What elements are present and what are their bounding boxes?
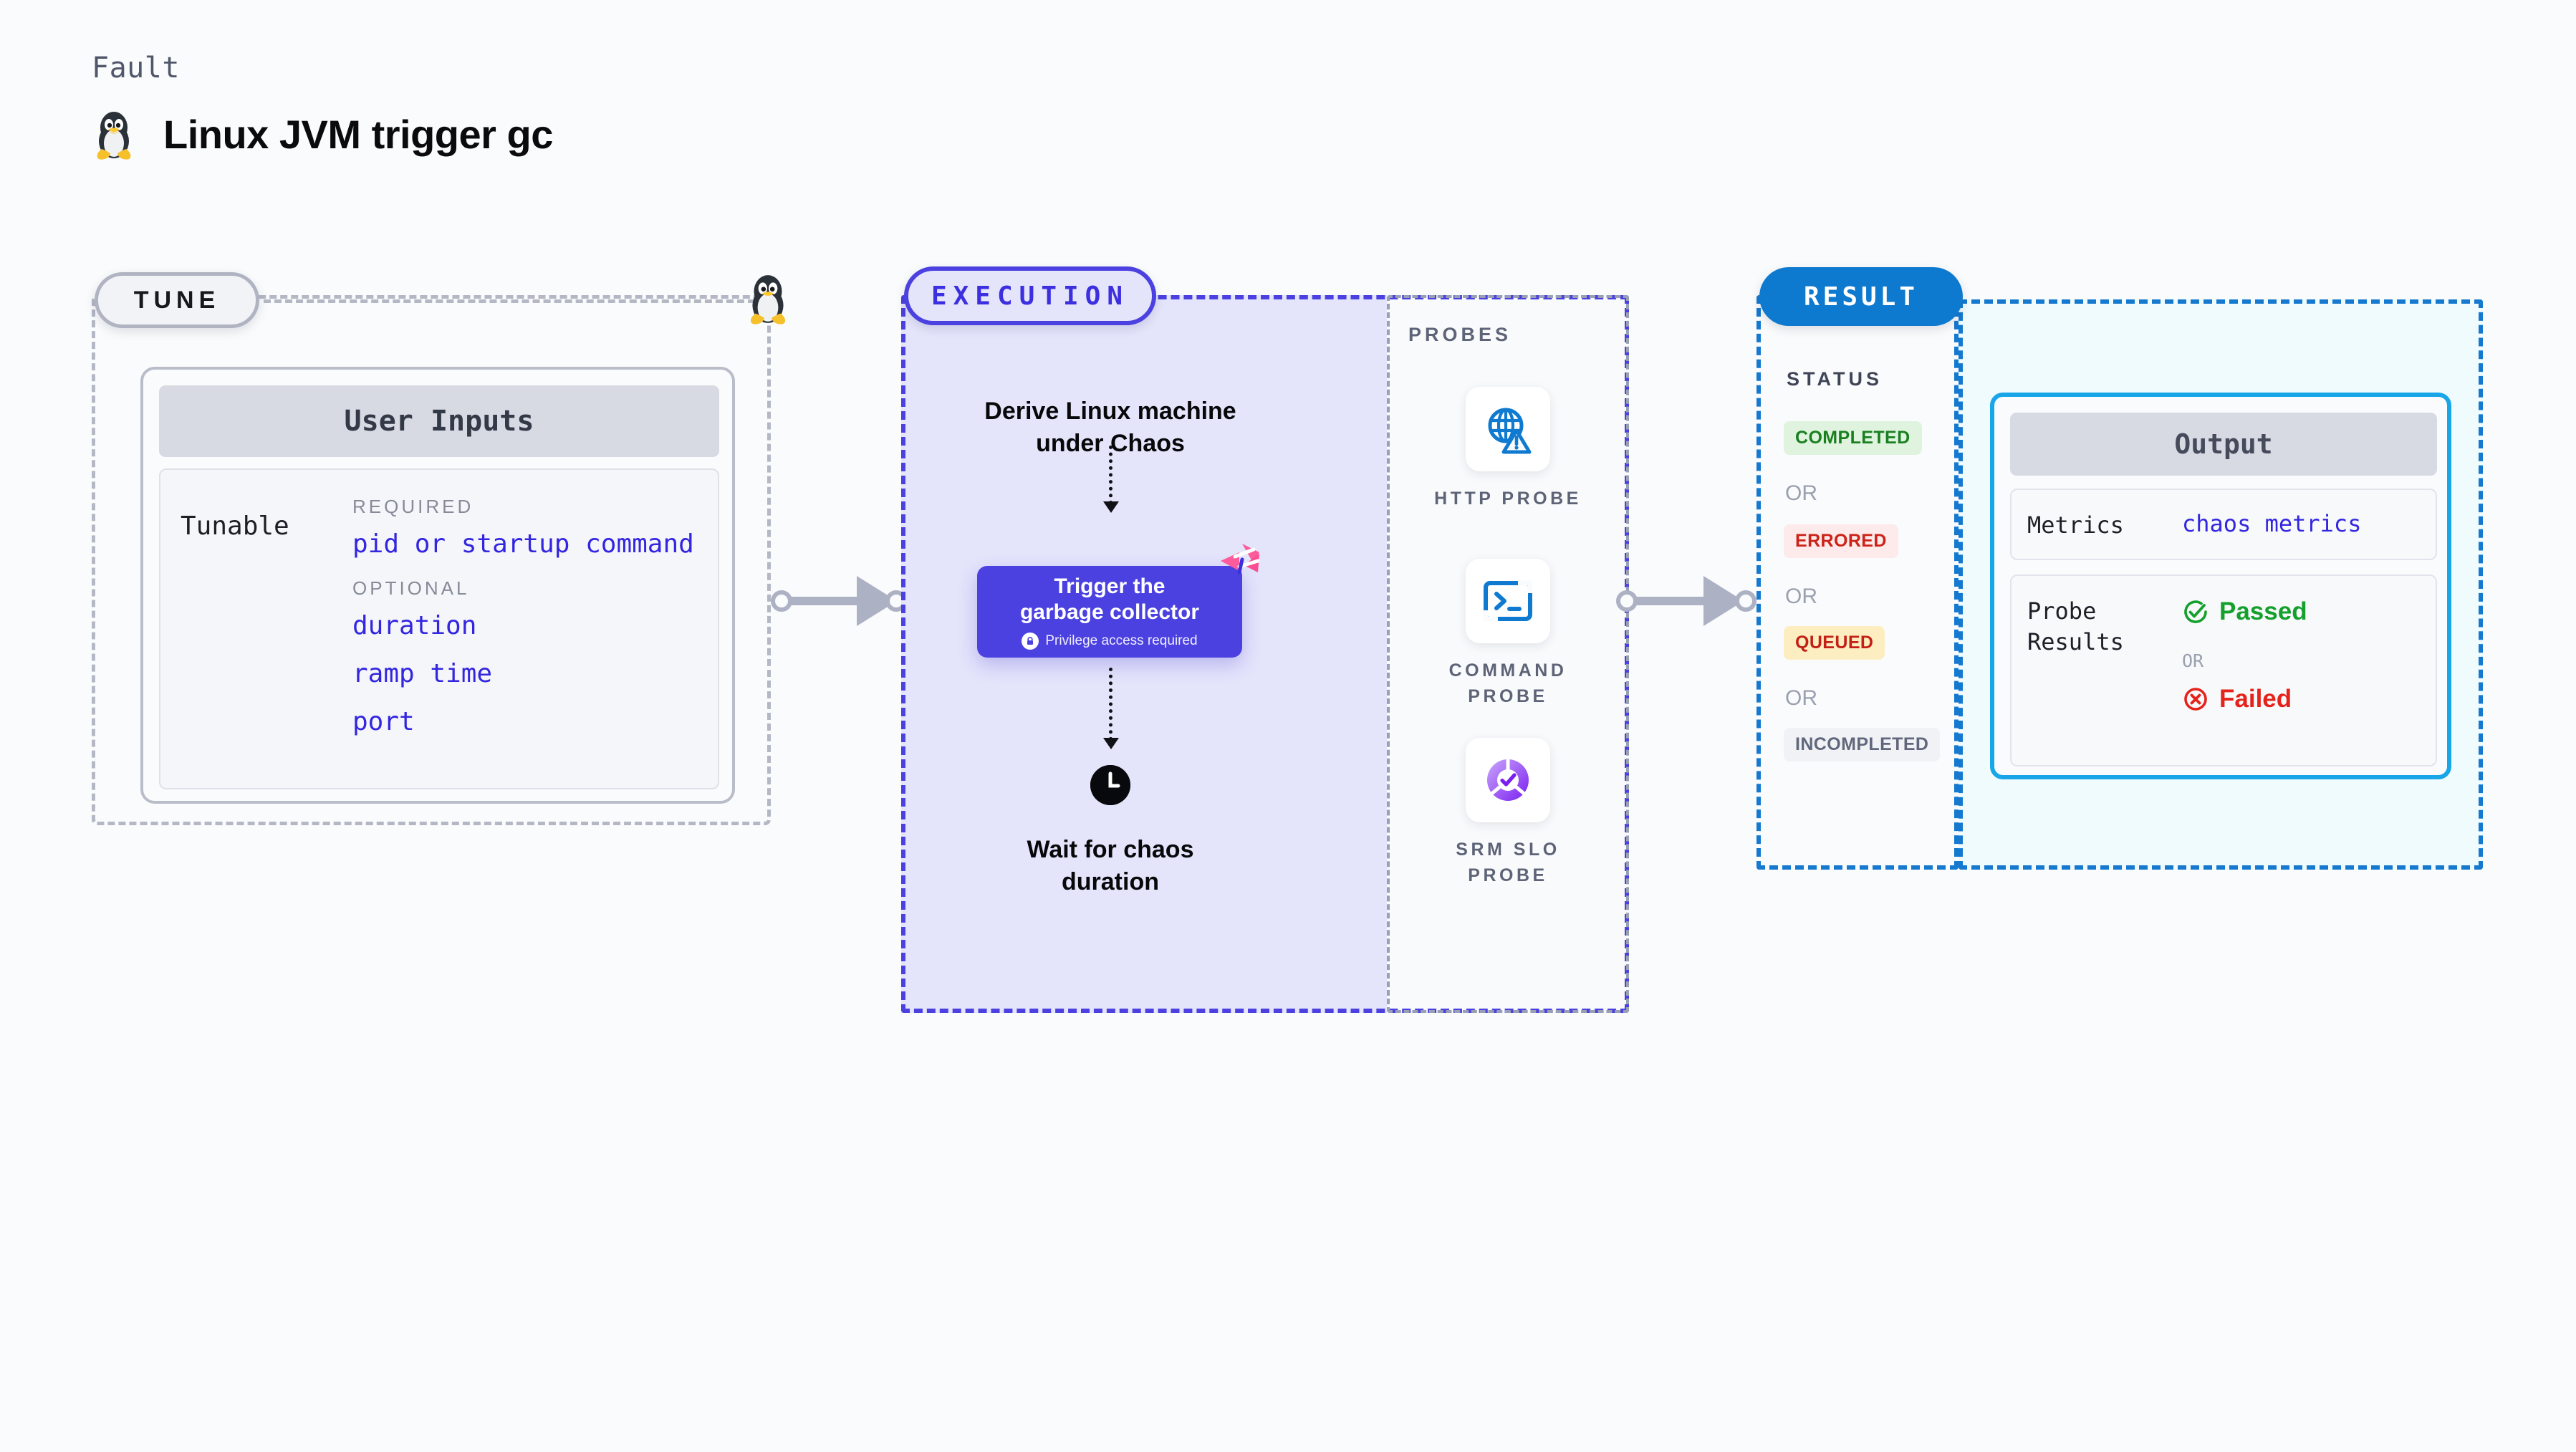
optional-group-label: OPTIONAL (352, 577, 470, 599)
output-value-chaos-metrics[interactable]: chaos metrics (2182, 510, 2362, 537)
probes-section (1387, 295, 1629, 1013)
page-title: Linux JVM trigger gc (163, 111, 553, 157)
slo-donut-check-icon (1466, 738, 1550, 822)
page-title-row: Linux JVM trigger gc (92, 107, 553, 160)
user-inputs-body: Tunable REQUIRED pid or startup command … (159, 468, 719, 789)
field-ramp-time[interactable]: ramp time (352, 659, 493, 688)
status-title: STATUS (1787, 368, 1883, 390)
terminal-prompt-icon (1466, 559, 1550, 643)
status-badge-incompleted: INCOMPLETED (1784, 728, 1941, 761)
field-pid-or-startup-command[interactable]: pid or startup command (352, 529, 694, 559)
connector-execution-to-result (1616, 572, 1759, 629)
harness-logo-icon (1218, 542, 1262, 585)
tune-connector-dash (264, 299, 755, 303)
required-group-label: REQUIRED (352, 496, 474, 517)
probe-result-failed: Failed (2182, 685, 2292, 713)
linux-penguin-icon (92, 107, 136, 160)
result-badge[interactable]: RESULT (1759, 267, 1963, 326)
user-inputs-header: User Inputs (159, 385, 719, 457)
probe-item-http[interactable]: HTTP PROBE (1418, 387, 1597, 511)
status-or-1: OR (1785, 481, 1817, 505)
arrow-derive-to-trigger (1103, 446, 1119, 513)
result-status-fill (1756, 295, 1959, 870)
step-trigger-gc-subtitle: Privilege access required (1045, 633, 1198, 648)
probe-result-passed: Passed (2182, 597, 2307, 626)
tune-badge-label: TUNE (133, 286, 221, 314)
field-port[interactable]: port (352, 707, 415, 736)
output-card-header: Output (2010, 413, 2437, 476)
globe-warning-icon (1466, 387, 1550, 471)
lock-icon (1022, 632, 1039, 650)
probes-title: PROBES (1408, 324, 1512, 345)
step-trigger-gc-subtitle-row: Privilege access required (1022, 632, 1198, 650)
output-row-metrics: Metrics chaos metrics (2010, 489, 2437, 560)
status-badge-completed: COMPLETED (1784, 421, 1922, 455)
probe-result-passed-label: Passed (2219, 597, 2307, 625)
result-output-section (1959, 299, 2483, 870)
probe-result-or: OR (2182, 650, 2204, 671)
tunable-fields: REQUIRED pid or startup command OPTIONAL… (352, 496, 696, 755)
linux-penguin-icon-connector (745, 271, 791, 325)
status-or-2: OR (1785, 585, 1817, 608)
output-key-metrics: Metrics (2027, 511, 2124, 539)
status-badge-errored: ERRORED (1784, 524, 1898, 558)
arrow-trigger-to-wait (1103, 668, 1119, 749)
tunable-row-label: Tunable (181, 511, 289, 541)
status-or-3: OR (1785, 686, 1817, 710)
execution-badge-label: EXECUTION (931, 281, 1130, 311)
connector-tune-to-execution (771, 572, 907, 629)
probe-result-failed-label: Failed (2219, 685, 2292, 713)
field-duration[interactable]: duration (352, 611, 477, 640)
clock-icon (1090, 765, 1130, 805)
status-badge-queued: QUEUED (1784, 626, 1885, 660)
check-circle-icon (2182, 598, 2209, 625)
execution-badge[interactable]: EXECUTION (904, 266, 1156, 325)
probe-label-http: HTTP PROBE (1434, 489, 1582, 509)
x-circle-icon (2182, 686, 2209, 713)
user-inputs-card: User Inputs Tunable REQUIRED pid or star… (140, 367, 735, 804)
result-badge-label: RESULT (1803, 282, 1919, 312)
tune-badge[interactable]: TUNE (95, 272, 259, 328)
page-kicker: Fault (92, 52, 180, 85)
